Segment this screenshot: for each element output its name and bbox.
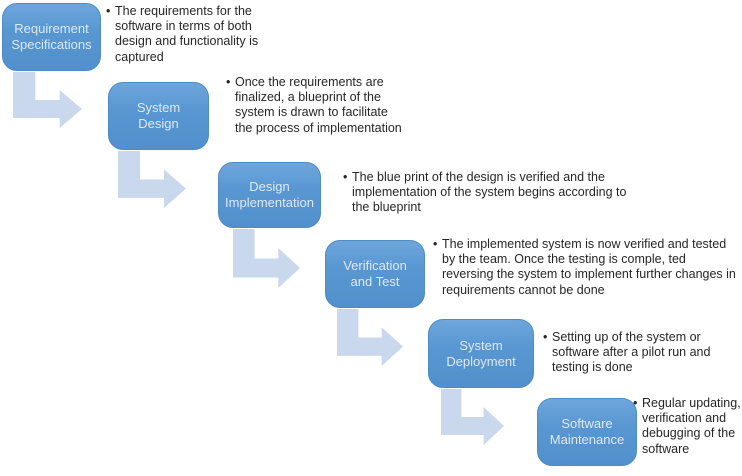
stage-label: System Deployment — [446, 337, 516, 369]
stage-description-text: The requirements for the software in ter… — [115, 4, 259, 64]
stage-description-text: Setting up of the system or software aft… — [552, 330, 711, 375]
stage-label: System Design — [136, 100, 181, 131]
bent-arrow-icon — [13, 72, 82, 128]
stage-description-software-maintenance: • Regular updating, verification and deb… — [633, 396, 741, 457]
bent-arrow-icon — [337, 309, 403, 366]
stage-description-requirement-specifications: • The requirements for the software in t… — [106, 4, 284, 65]
stage-box-system-deployment: System Deployment — [428, 319, 534, 388]
stage-description-system-deployment: • Setting up of the system or software a… — [543, 330, 711, 376]
stage-box-system-design: System Design — [108, 82, 209, 150]
bent-arrow-icon — [118, 151, 186, 208]
stage-description-verification-and-test: • The implemented system is now verified… — [433, 237, 737, 298]
stage-description-text: The implemented system is now verified a… — [442, 237, 736, 297]
bullet-marker: • — [543, 330, 548, 344]
stage-description-design-implementation: • The blue print of the design is verifi… — [343, 170, 631, 216]
bullet-marker: • — [343, 170, 348, 184]
stage-box-verification-and-test: Verification and Test — [325, 240, 425, 308]
bullet-marker: • — [106, 4, 111, 18]
stage-box-software-maintenance: Software Maintenance — [537, 398, 637, 466]
stage-label: Requirement Specifications — [11, 21, 92, 52]
stage-description-system-design: • Once the requirements are finalized, a… — [226, 75, 408, 136]
bent-arrow-icon — [233, 229, 300, 288]
stage-label: Verification and Test — [343, 258, 407, 289]
stage-description-text: The blue print of the design is verified… — [352, 170, 627, 215]
stage-box-design-implementation: Design Implementation — [218, 162, 321, 228]
stage-description-text: Regular updating, verification and debug… — [642, 396, 741, 456]
stage-label: Software Maintenance — [549, 416, 625, 447]
bullet-marker: • — [433, 237, 438, 251]
bent-arrow-icon — [441, 389, 504, 445]
stage-box-requirement-specifications: Requirement Specifications — [2, 3, 101, 71]
bullet-marker: • — [633, 396, 638, 410]
stage-label: Design Implementation — [225, 179, 314, 210]
stage-description-text: Once the requirements are finalized, a b… — [235, 75, 402, 135]
bullet-marker: • — [226, 75, 231, 89]
